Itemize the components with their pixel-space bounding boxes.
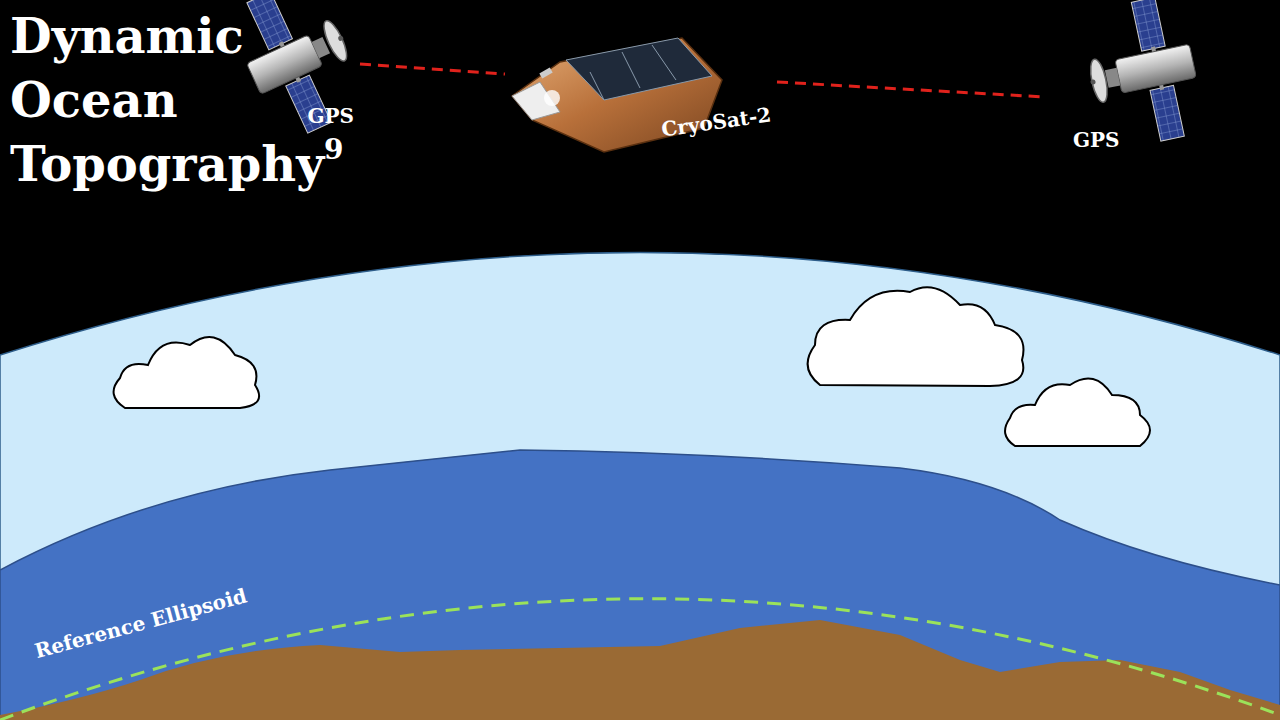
signal-link [777,82,1045,97]
diagram-title: Dynamic Ocean Topography [10,8,324,192]
satellite-node: GPS [238,6,360,132]
satellite-node: CryoSat-2 [505,28,777,150]
footnote-number: 9 [324,133,343,166]
satellite-label: GPS [307,104,354,128]
satellite-label: GPS [1073,128,1120,152]
satellite-node: GPS [1045,4,1205,160]
signal-link [360,64,505,74]
title-block: Dynamic Ocean Topography9 [10,4,390,196]
satellite-label: CryoSat-2 [660,102,773,141]
